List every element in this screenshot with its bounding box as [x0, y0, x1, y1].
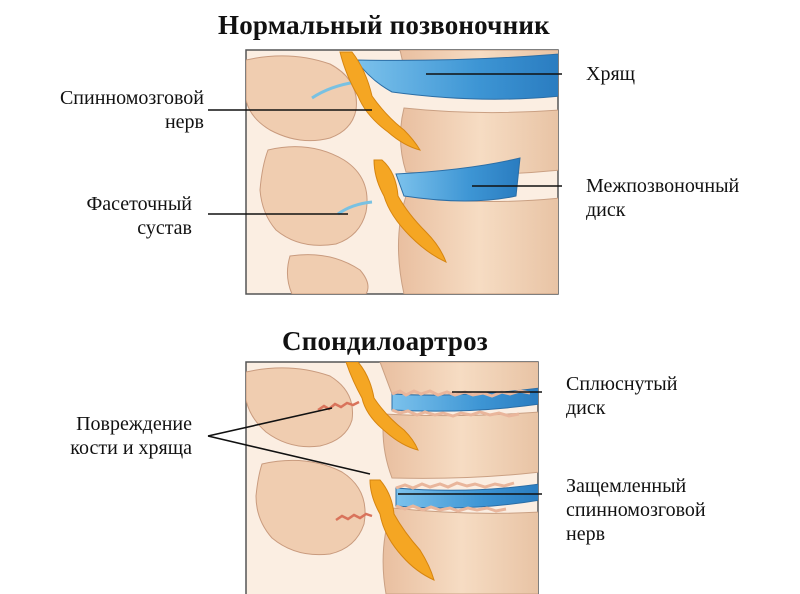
label-intervertebral-disc: Межпозвоночный диск [586, 175, 740, 221]
normal-spine-panel [245, 49, 559, 295]
spondyloarthrosis-title: Спондилоартроз [282, 326, 488, 356]
facet-cartilage [337, 200, 373, 216]
label-facet-joint: Фасеточный сустав [86, 193, 192, 239]
vertebral-arch [259, 146, 368, 246]
spinal-nerve [339, 51, 422, 151]
facet-damage [317, 400, 360, 412]
label-pinched-nerve: Защемленный спинномозговой нерв [566, 475, 706, 545]
intervertebral-disc [355, 53, 558, 100]
intervertebral-disc [395, 157, 521, 202]
normal-spine-title: Нормальный позвоночник [218, 10, 550, 40]
label-flattened-disc: Сплюснутый диск [566, 373, 678, 419]
spinal-nerve [373, 159, 447, 263]
normal-leader-lines [208, 73, 562, 215]
label-bone-cartilage-damage: Повреждение кости и хряща [70, 413, 192, 459]
label-spinal-nerve: Спинномозговой нерв [59, 87, 204, 133]
vertebral-arch [246, 55, 357, 142]
vertebral-arch [286, 254, 369, 294]
spondylo-leader-lines [207, 391, 542, 495]
vertebral-body [399, 107, 558, 176]
label-cartilage: Хрящ [586, 63, 636, 85]
spondylo-panel [245, 361, 539, 594]
facet-damage [335, 512, 373, 522]
